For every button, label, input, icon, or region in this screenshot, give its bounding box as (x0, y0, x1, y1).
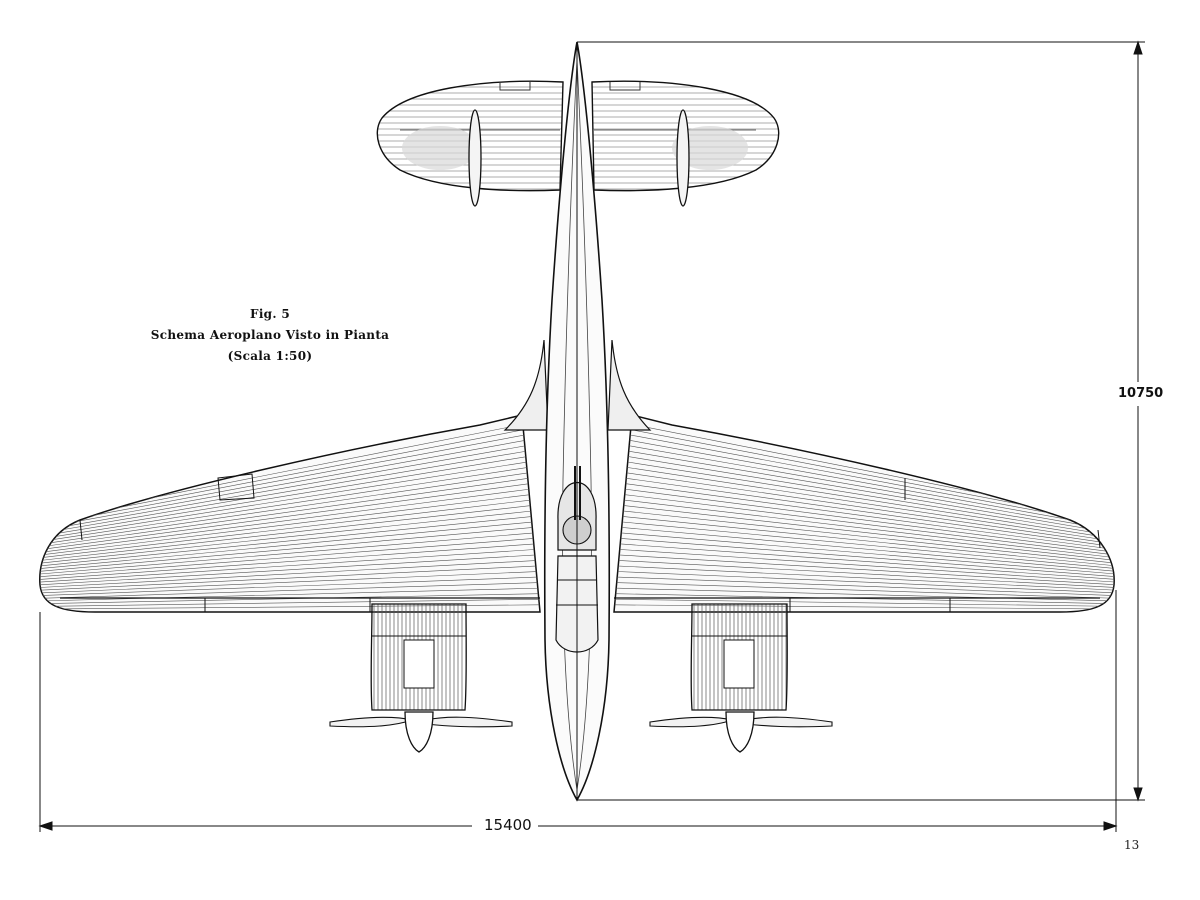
tailplane (376, 80, 780, 207)
figure-caption: Fig. 5 Schema Aeroplano Visto in Pianta … (140, 304, 400, 367)
length-dimension-label: 10750 (1116, 386, 1166, 401)
left-engine-nacelle (329, 603, 513, 753)
figure-title: Schema Aeroplano Visto in Pianta (150, 328, 390, 342)
right-wing (613, 414, 1115, 613)
figure-number: Fig. 5 (250, 307, 290, 321)
right-engine-nacelle (649, 603, 833, 753)
left-wing-fillet (503, 339, 549, 431)
left-wing (39, 414, 541, 613)
wingspan-dimension-label: 15400 (478, 816, 538, 834)
figure-scale: (Scala 1:50) (227, 349, 313, 363)
right-wing-fillet (607, 339, 652, 431)
length-dimension-line (576, 40, 1145, 802)
wingspan-dimension-line (38, 590, 1118, 832)
page-number: 13 (1124, 838, 1140, 852)
